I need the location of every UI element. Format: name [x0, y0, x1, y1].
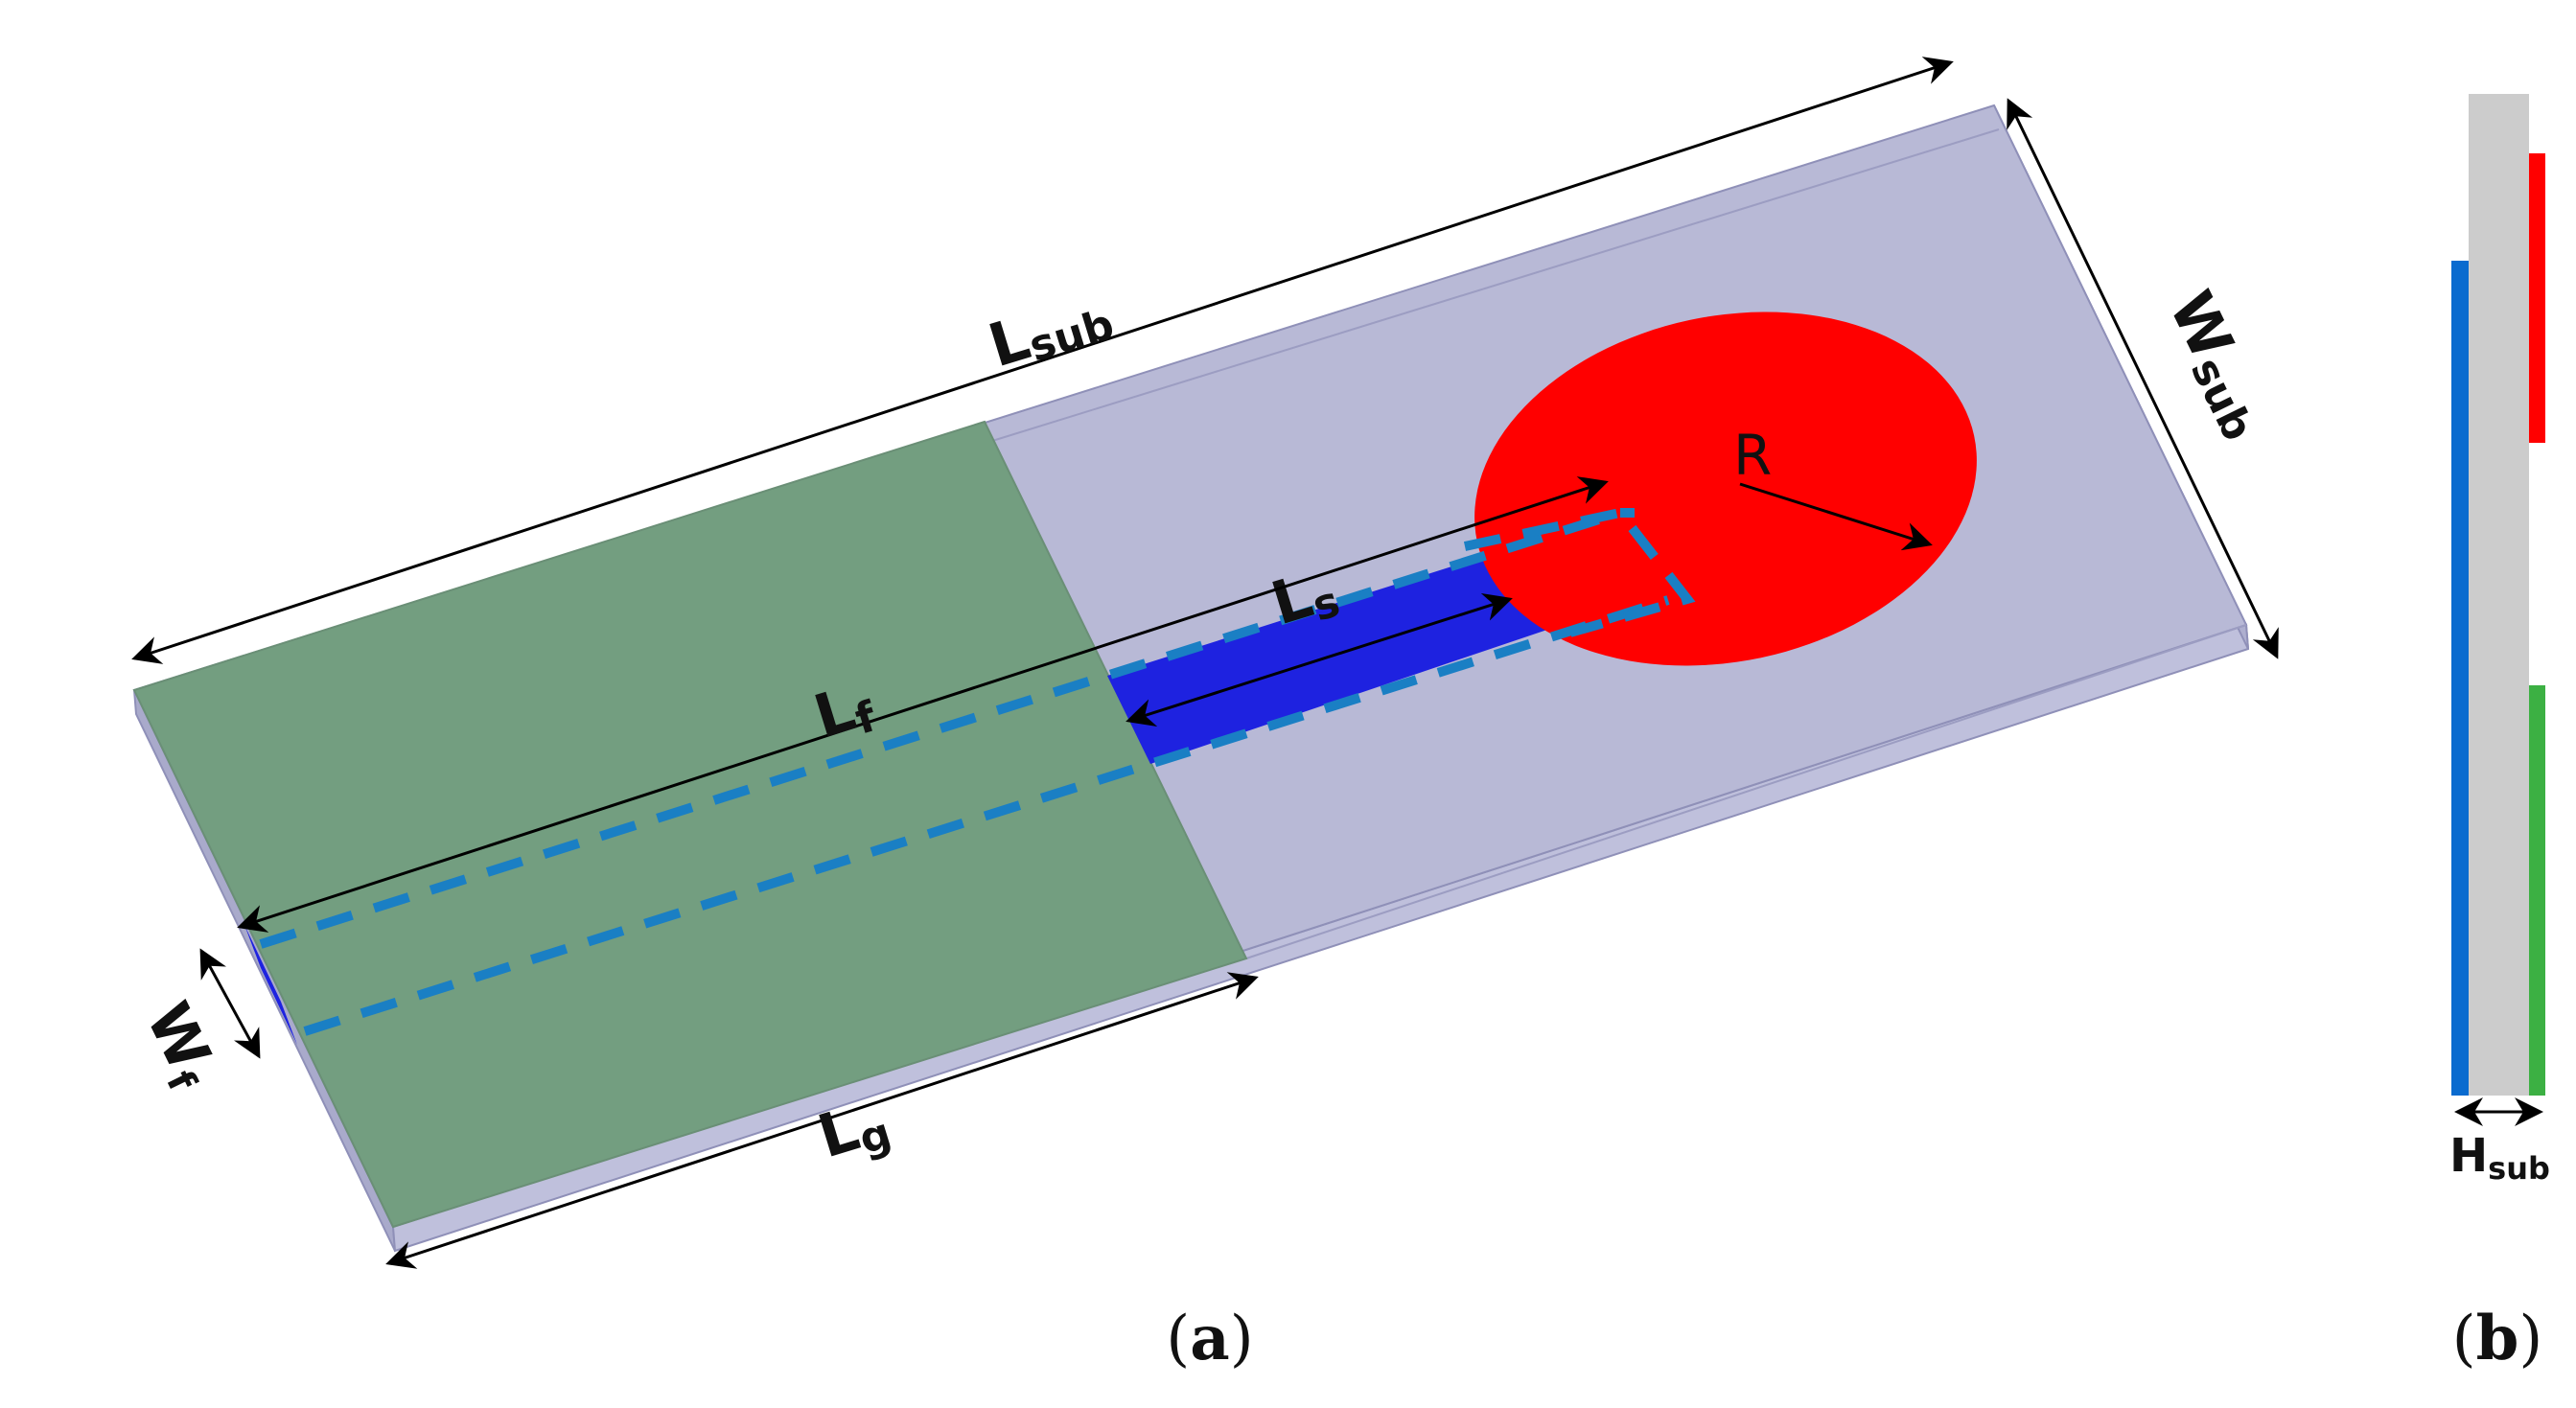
- wf-label: Wf: [128, 992, 232, 1099]
- wf-dimension-arrow: [199, 948, 261, 1059]
- panel-b: Hsub (b): [2449, 94, 2550, 1374]
- side-ground-plane: [2529, 685, 2545, 1096]
- wsub-label: Wsub: [2152, 281, 2285, 449]
- radius-label: R: [1733, 423, 1772, 488]
- lg-dimension-arrow: [385, 972, 1259, 1269]
- lf-dimension-arrow: [237, 476, 1609, 933]
- wsub-dimension-arrow: [2007, 98, 2279, 659]
- hsub-label: Hsub: [2449, 1129, 2550, 1187]
- lsub-label: Lsub: [981, 278, 1120, 382]
- side-substrate: [2469, 94, 2529, 1096]
- caption-b: (b): [2452, 1303, 2543, 1374]
- caption-a: (a): [1166, 1303, 1253, 1374]
- radius-arrow: [1739, 482, 1933, 551]
- side-feed-strip: [2451, 261, 2469, 1096]
- side-top-patch: [2529, 153, 2545, 443]
- panel-a: Lsub Wsub R Ls Lf Lg Wf (a): [128, 57, 2285, 1374]
